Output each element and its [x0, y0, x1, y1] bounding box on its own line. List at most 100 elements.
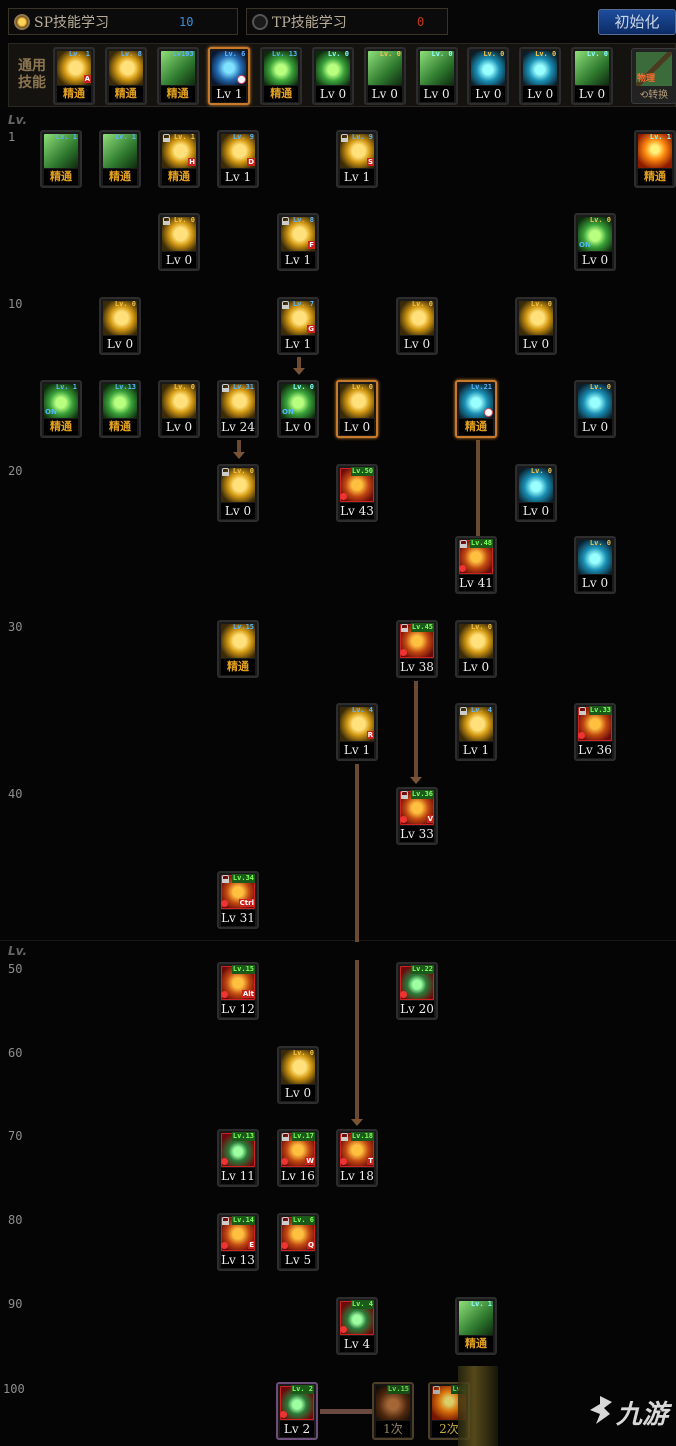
skill-max-level: Lv.13 — [114, 383, 136, 391]
warning-icon — [340, 493, 347, 500]
hotkey-badge: H — [188, 158, 196, 166]
tp-points-value: 0 — [417, 14, 425, 29]
skill-icon — [281, 384, 315, 418]
skill-icon — [340, 384, 374, 418]
skill-max-level: Lv. 0 — [173, 383, 195, 391]
skill-level-label: 精通 — [103, 169, 137, 185]
skill-max-level: Lv. 1 — [470, 1300, 492, 1308]
switch-skill-type-button[interactable]: 物理 ⟲转换 — [631, 48, 676, 104]
lock-icon — [282, 1217, 289, 1225]
level-marker: 40 — [8, 787, 23, 801]
skill-level-label: Lv 31 — [221, 910, 255, 926]
level-marker: 60 — [8, 1046, 23, 1060]
lock-icon — [222, 384, 229, 392]
lock-icon — [282, 301, 289, 309]
warning-icon — [400, 816, 407, 823]
skill-slot[interactable]: Lv.13 精通 — [99, 380, 141, 438]
warning-icon — [281, 1242, 288, 1249]
tp-skill-tab[interactable]: TP技能学习 0 — [246, 8, 448, 35]
skill-level-label: Lv 11 — [221, 1168, 255, 1184]
connector-line — [414, 681, 418, 777]
tp-radio-button[interactable] — [252, 13, 268, 30]
warning-icon — [400, 649, 407, 656]
sp-skill-tab[interactable]: SP技能学习 10 — [8, 8, 238, 35]
clock-icon — [484, 408, 493, 417]
jiuyou-logo-icon — [590, 1396, 612, 1424]
skill-level-label: 精通 — [44, 419, 78, 435]
skill-level-label: 精通 — [108, 86, 143, 102]
skill-level-label: Lv 36 — [578, 742, 612, 758]
connector-line — [237, 440, 241, 452]
reset-button[interactable]: 初始化 — [598, 9, 676, 35]
skill-level-label: 精通 — [162, 169, 196, 185]
skill-icon — [160, 51, 195, 85]
skill-level-label: 精通 — [103, 419, 137, 435]
hotkey-badge: S — [366, 158, 374, 166]
hotkey-badge: D — [247, 158, 255, 166]
sp-radio-button[interactable] — [14, 13, 30, 30]
toggle-on-badge: ON — [45, 408, 57, 416]
skill-max-level: Lv. 4 — [350, 1300, 374, 1309]
lock-icon — [163, 217, 170, 225]
skill-max-level: Lv.31 — [232, 383, 254, 391]
skill-level-label: 精通 — [264, 86, 299, 102]
skill-max-level: Lv. 0 — [470, 623, 492, 631]
